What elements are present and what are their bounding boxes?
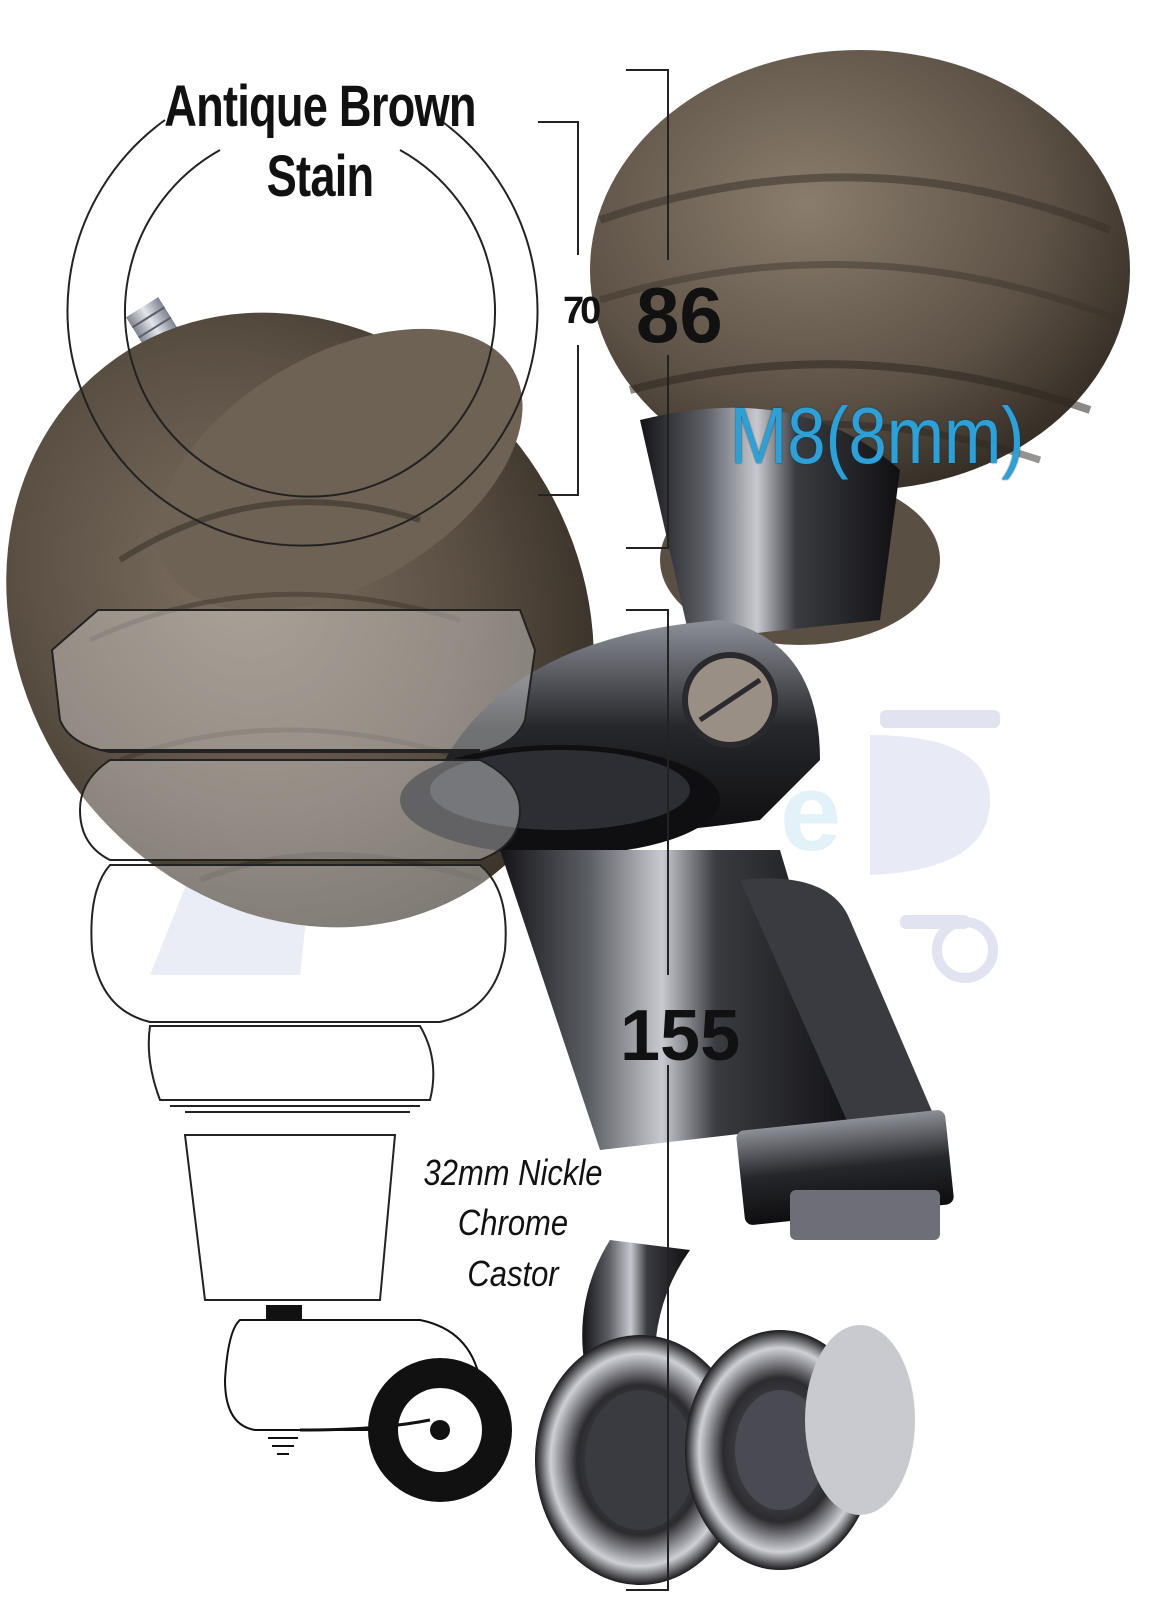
castor-assembly [400, 407, 954, 1585]
dimension-70-text: 70 [563, 290, 601, 332]
dimension-70: 70 [563, 290, 601, 333]
dimension-86: 86 [636, 271, 723, 359]
castor-label: 32mm Nickle Chrome Castor [423, 1152, 603, 1294]
dimension-brackets [538, 69, 669, 1591]
diameter-circles [66, 119, 539, 547]
stain-label: Antique Brown Stain [164, 74, 476, 209]
leg-profile-drawing [50, 609, 537, 1301]
dimension-155: 155 [620, 996, 741, 1076]
castor-drawing [223, 1305, 512, 1502]
thread-size-label: M8(8mm) [730, 391, 1025, 480]
